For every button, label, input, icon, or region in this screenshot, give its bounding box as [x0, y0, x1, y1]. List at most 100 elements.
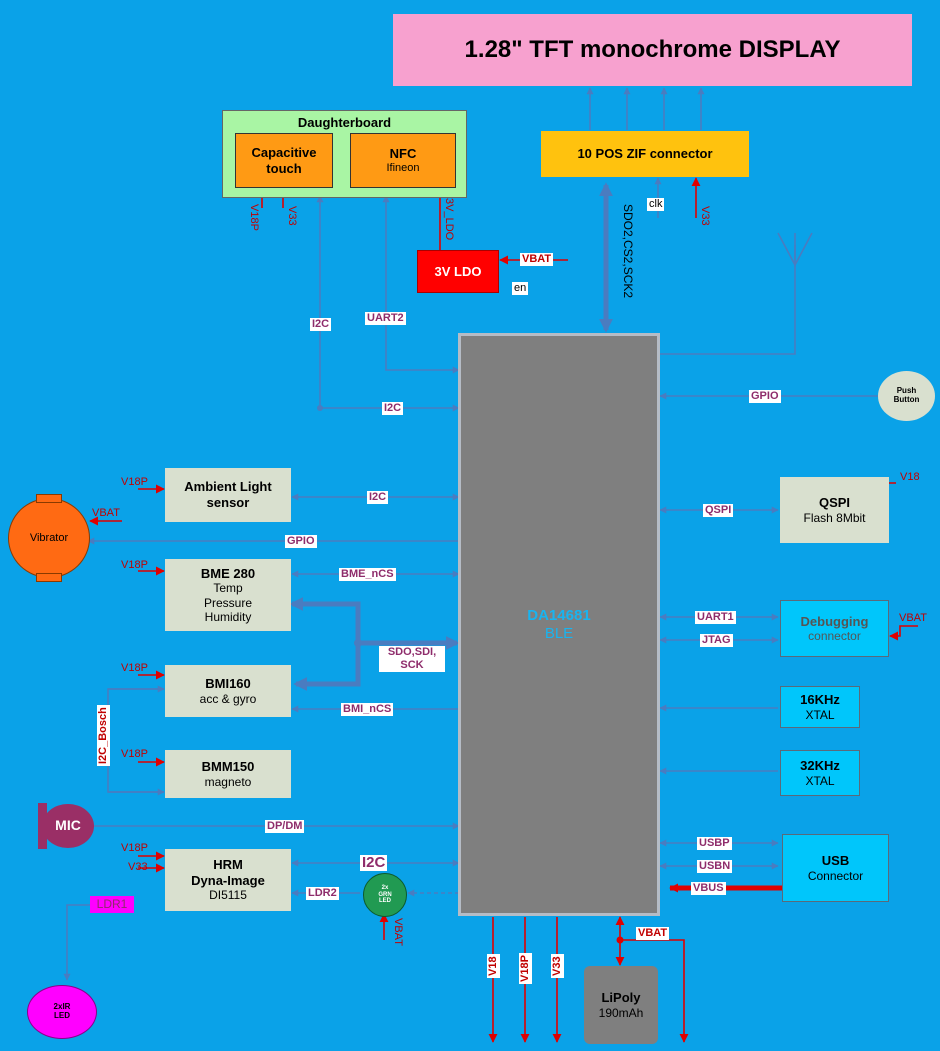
zif-bus-label: SDO2,CS2,SCK2 — [621, 204, 635, 299]
xtal-16khz: 16KHz XTAL — [780, 686, 860, 728]
jtag-label: JTAG — [700, 634, 733, 647]
push-button-line2: Button — [893, 395, 920, 404]
zif-connector: 10 POS ZIF connector — [541, 131, 749, 177]
bme-line4: Humidity — [204, 609, 252, 624]
i2c-chip-label: I2C — [382, 402, 404, 415]
mic-bus-label: DP/DM — [265, 820, 305, 833]
bmm-title: BMM150 — [201, 759, 255, 774]
debug-sub: connector — [808, 629, 861, 644]
ldo-out-label: 3V_LDO — [443, 198, 455, 241]
bmi160-sensor: BMI160 acc & gyro — [165, 665, 291, 717]
bmi-bus-label: BMI_nCS — [341, 703, 394, 716]
qspi-title: QSPI — [818, 495, 851, 510]
spi-label-line2: SCK — [400, 659, 424, 671]
push-button: Push Button — [878, 371, 935, 421]
capacitive-touch-block: Capacitive touch — [235, 133, 333, 188]
hrm-power1-label: V18P — [121, 842, 148, 854]
vibrator-bus-label: GPIO — [285, 535, 317, 548]
usb-connector: USB Connector — [782, 834, 889, 902]
qspi-sub: Flash 8Mbit — [803, 510, 866, 525]
usb-title: USB — [821, 853, 850, 868]
v18p-out-label: V18P — [519, 953, 532, 984]
green-led: 2x GRN LED — [363, 873, 407, 917]
mic: MIC — [42, 804, 94, 848]
vibrator-label: Vibrator — [29, 531, 69, 544]
vbus-label: VBUS — [691, 882, 726, 895]
ldo-block: 3V LDO — [417, 250, 499, 293]
grn-led-line2: GRN — [378, 891, 392, 898]
mic-base — [38, 803, 47, 849]
uart1-label: UART1 — [695, 611, 736, 624]
zif-v33-label: V33 — [699, 206, 711, 226]
bmi-sub: acc & gyro — [199, 691, 257, 706]
ldo-vbat-label: VBAT — [520, 253, 554, 266]
hrm-line3: DI5115 — [209, 888, 247, 903]
bmm-sub: magneto — [204, 774, 252, 789]
lipoly-title: LiPoly — [601, 990, 641, 1005]
hrm-sensor: HRM Dyna-Image DI5115 — [165, 849, 291, 911]
ambient-bus-label: I2C — [367, 491, 389, 504]
grn-led-line3: LED — [379, 898, 391, 905]
ir-led: 2xIR LED — [27, 985, 97, 1039]
ldo-en-label: en — [512, 282, 529, 295]
usbp-label: USBP — [697, 837, 732, 850]
ambient-light-sensor: Ambient Light sensor — [165, 468, 291, 522]
grn-led-power-label: VBAT — [392, 918, 404, 946]
debug-power-label: VBAT — [899, 612, 927, 624]
qspi-flash: QSPI Flash 8Mbit — [780, 477, 889, 543]
vbat-out-label: VBAT — [636, 927, 670, 940]
grn-led-line1: 2x — [381, 885, 389, 892]
nfc-sub: Ifineon — [386, 161, 420, 174]
display-module: 1.28" TFT monochrome DISPLAY — [393, 14, 912, 86]
display-title: 1.28" TFT monochrome DISPLAY — [464, 35, 841, 63]
nfc-title: NFC — [389, 146, 417, 162]
bmm-power-label: V18P — [121, 748, 148, 760]
ir-led-line2: LED — [54, 1011, 70, 1020]
touch-v18p-label: V18P — [248, 204, 260, 231]
clk-label: clk — [647, 198, 665, 211]
vibrator-power-label: VBAT — [92, 507, 120, 519]
hrm-power2-label: V33 — [128, 861, 148, 873]
v33-out-label: V33 — [551, 954, 564, 978]
bme-power-label: V18P — [121, 559, 148, 571]
bme-line3: Pressure — [203, 595, 253, 610]
bmm150-sensor: BMM150 magneto — [165, 750, 291, 798]
chip-name: DA14681 — [527, 606, 591, 624]
ldo-title: 3V LDO — [434, 263, 482, 279]
ambient-line1: Ambient Light — [184, 479, 272, 495]
ambient-line2: sensor — [206, 495, 250, 510]
bmi-power-label: V18P — [121, 662, 148, 674]
usb-sub: Connector — [807, 868, 864, 883]
touch-line1: Capacitive — [251, 144, 317, 160]
ir-led-line1: 2xIR — [53, 1002, 71, 1012]
ldr1-label: LDR1 — [96, 897, 128, 912]
vibrator-top-tab — [36, 494, 62, 503]
debugging-connector: Debugging connector — [780, 600, 889, 657]
mic-label: MIC — [55, 817, 81, 834]
debug-title: Debugging — [800, 613, 869, 629]
bme-line2: Temp — [213, 581, 243, 596]
zif-title: 10 POS ZIF connector — [577, 146, 713, 162]
hrm-title: HRM — [213, 857, 243, 873]
gpio-button-label: GPIO — [749, 390, 781, 403]
chip-sub: BLE — [544, 624, 574, 642]
usbn-label: USBN — [697, 860, 733, 873]
hrm-line2: Dyna-Image — [191, 872, 265, 888]
spi-label: SDO,SDI, SCK — [379, 646, 445, 672]
i2c-vertical-label: I2C — [310, 318, 332, 331]
spi-label-line1: SDO,SDI, — [387, 646, 437, 658]
da14681-chip: DA14681 BLE — [458, 333, 660, 916]
xtal16-title: 16KHz — [800, 692, 840, 707]
xtal32-title: 32KHz — [800, 758, 840, 773]
ldr2-label: LDR2 — [306, 887, 339, 900]
qspi-power-label: V18 — [900, 471, 920, 483]
qspi-bus-label: QSPI — [703, 504, 734, 517]
push-button-line1: Push — [896, 386, 917, 396]
i2c-bosch-label: I2C_Bosch — [97, 705, 110, 766]
xtal32-sub: XTAL — [805, 773, 835, 788]
xtal-32khz: 32KHz XTAL — [780, 750, 860, 796]
v18-out-label: V18 — [487, 954, 500, 978]
lipoly-sub: 190mAh — [598, 1005, 644, 1020]
vibrator-bottom-tab — [36, 573, 62, 582]
